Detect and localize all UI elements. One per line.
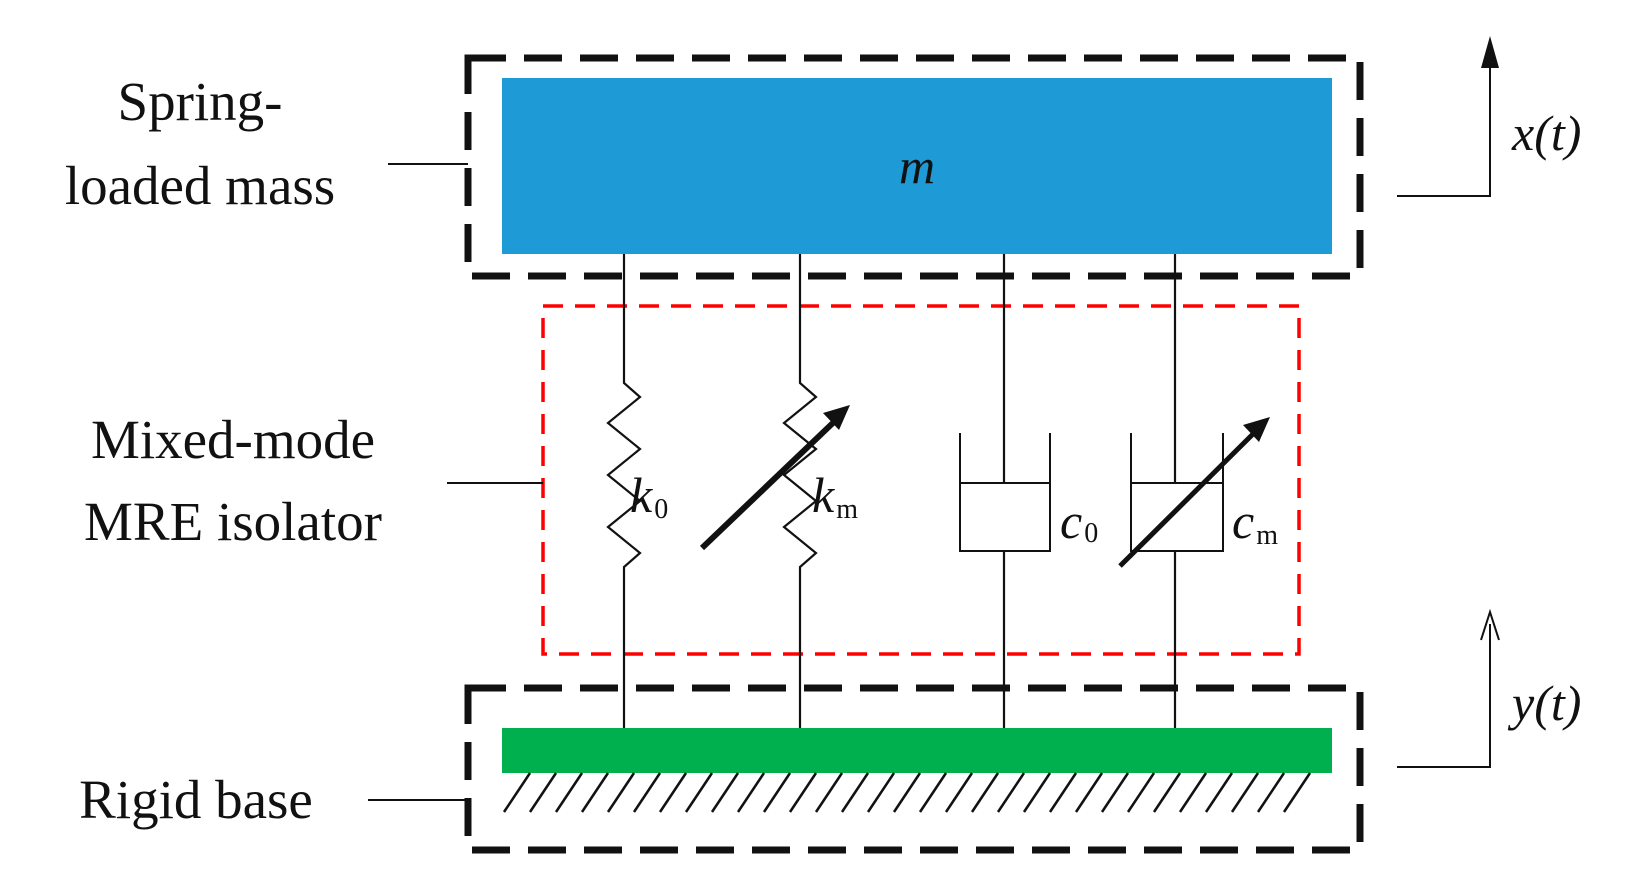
damper-c0 <box>959 254 1051 728</box>
mass-symbol: m <box>899 138 935 194</box>
x-displacement-arrow <box>1397 36 1499 197</box>
ground-hatching <box>502 772 1312 813</box>
base-label: Rigid base <box>79 769 313 830</box>
km-variable-arrow <box>699 417 839 551</box>
cm-label: cm <box>1232 493 1278 551</box>
variable-damper-cm <box>1118 254 1270 728</box>
cm-arrow-head <box>1243 417 1270 442</box>
k0-label: k0 <box>630 467 668 525</box>
mass-label-line2: loaded mass <box>65 155 335 216</box>
isolator-label-line2: MRE isolator <box>84 491 382 552</box>
km-arrow-head <box>823 405 850 430</box>
cm-variable-arrow <box>1118 430 1257 568</box>
y-displacement-arrow <box>1397 608 1500 768</box>
base-block <box>502 728 1332 773</box>
y-displacement-label: y(t) <box>1507 675 1581 731</box>
base-frame <box>464 684 1364 854</box>
c0-label: c0 <box>1060 493 1098 549</box>
isolator-frame <box>541 304 1301 656</box>
variable-spring-km <box>699 254 850 728</box>
spring-k0 <box>606 254 642 728</box>
km-label: km <box>812 467 858 525</box>
x-displacement-label: x(t) <box>1511 105 1581 161</box>
isolator-label-line1: Mixed-mode <box>91 409 375 470</box>
mass-block <box>502 78 1332 254</box>
mass-label-line1: Spring- <box>118 71 283 132</box>
